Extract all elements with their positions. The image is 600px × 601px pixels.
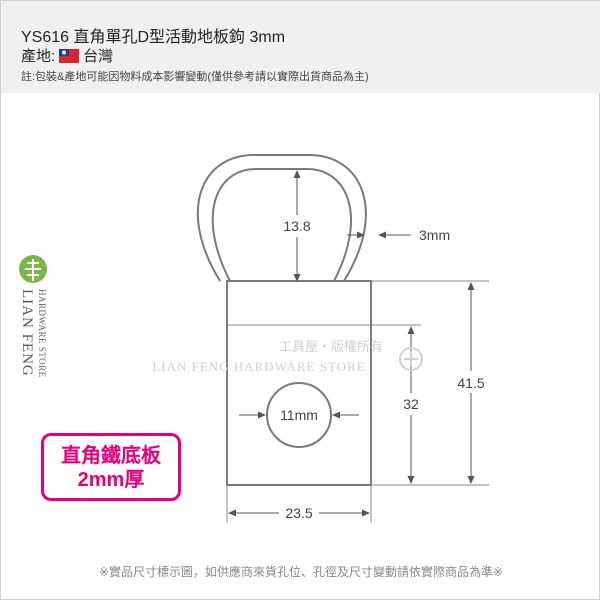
- disclaimer-note: 註:包裝&產地可能因物料成本影響變動(僅供參考請以實際出貨商品為主): [21, 71, 369, 83]
- dim-total-label: 41.5: [457, 375, 484, 391]
- d-ring-inner: [211, 168, 352, 284]
- taiwan-flag-icon: [59, 48, 80, 63]
- product-title: YS616 直角單孔D型活動地板鉤 3mm: [21, 29, 286, 46]
- mounting-hole: [266, 382, 332, 448]
- brand-vertical-sub: HARDWARE STORE: [37, 289, 47, 378]
- watermark-en: LIAN FENG HARDWARE STORE: [152, 359, 365, 374]
- footer-note: ※實品尺寸標示圖，如供應商來貨孔位、孔徑及尺寸變動請依實際商品為準※: [98, 565, 504, 579]
- brand-logo-icon: [19, 255, 47, 283]
- header-panel: YS616 直角單孔D型活動地板鉤 3mm 產地: 台灣 註:包裝&產地可能因物…: [1, 1, 600, 93]
- dim-total-bg: [449, 371, 493, 393]
- plate-thickness-badge: 直角鐵底板 2mm厚: [41, 433, 181, 501]
- dim-width-label: 23.5: [285, 505, 312, 521]
- dim-inner-bg: [277, 215, 317, 237]
- d-ring: [196, 154, 367, 282]
- dim-32-label: 32: [403, 396, 419, 412]
- dim-inner-label: 13.8: [283, 218, 310, 234]
- badge-line2: 2mm厚: [77, 469, 145, 491]
- dimension-drawing: LIAN FENG HARDWARE STORE 11mm 13.8 3mm 3…: [19, 154, 493, 523]
- watermark-logo-icon: [399, 347, 423, 371]
- badge-line1: 直角鐵底板: [61, 445, 161, 467]
- origin-label: 產地:: [21, 48, 56, 65]
- dim-hole-label: 11mm: [280, 407, 318, 423]
- watermark-cn: 工具屋・版權所有: [279, 339, 383, 354]
- origin-country: 台灣: [83, 48, 114, 65]
- dim-width-bg: [279, 503, 319, 523]
- brand-vertical-name: LIAN FENG: [19, 289, 35, 377]
- origin-row: 產地: 台灣: [21, 45, 113, 66]
- dim-32-bg: [397, 393, 425, 415]
- dim-wire-label: 3mm: [419, 227, 450, 243]
